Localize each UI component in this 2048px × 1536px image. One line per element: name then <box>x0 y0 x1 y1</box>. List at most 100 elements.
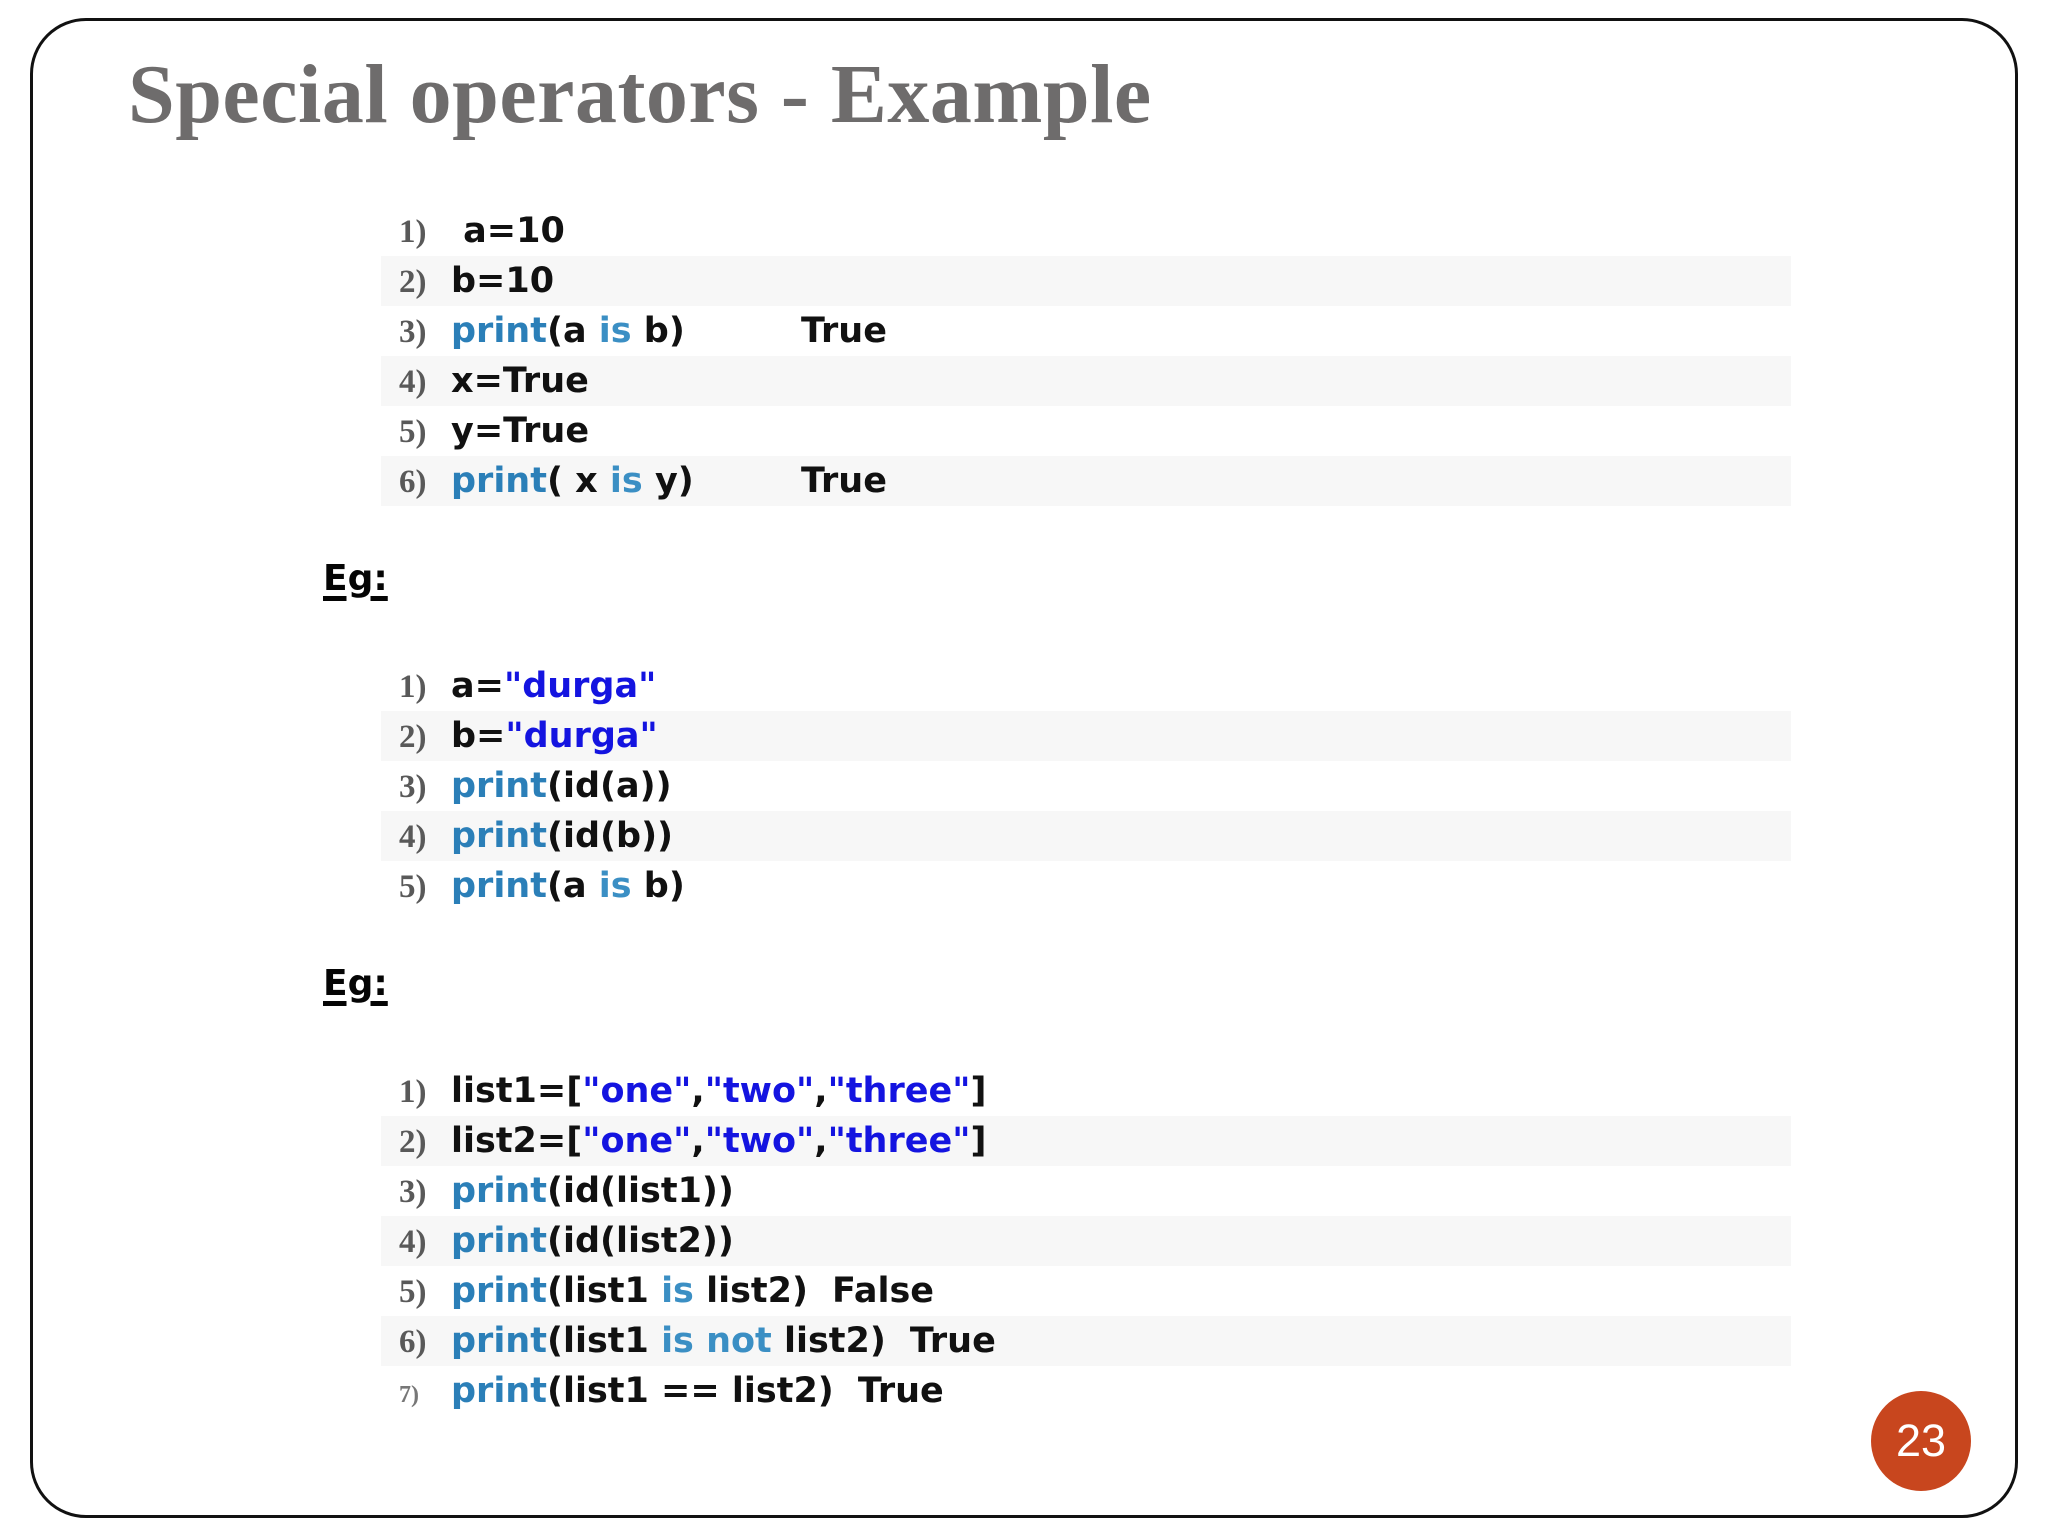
line-number: 5) <box>399 869 427 905</box>
page-title: Special operators - Example <box>128 48 1152 141</box>
line-number: 3) <box>399 1174 427 1210</box>
code-block: 1)list1=["one","two","three"]2)list2=["o… <box>381 1066 1791 1416</box>
token-function: print <box>451 461 547 501</box>
token-plain: list2) <box>693 1271 808 1311</box>
code-text: print(id(a)) <box>451 761 672 811</box>
code-line: 1) a=10 <box>381 206 1791 256</box>
code-line: 3)print(a is b)True <box>381 306 1791 356</box>
code-line: 2)list2=["one","two","three"] <box>381 1116 1791 1166</box>
line-number: 7) <box>399 1382 419 1408</box>
token-plain: (id(list2)) <box>546 1221 734 1261</box>
token-plain: x=True <box>451 361 589 401</box>
token-plain: b=10 <box>451 261 555 301</box>
token-function: print <box>451 816 547 856</box>
code-line: 2)b="durga" <box>381 711 1791 761</box>
token-plain: list2) <box>771 1321 886 1361</box>
line-number: 5) <box>399 1274 427 1310</box>
token-plain: b) <box>631 866 685 906</box>
code-block: 1)a="durga"2)b="durga"3)print(id(a))4)pr… <box>381 661 1791 911</box>
code-line: 4) print(id(list2)) <box>381 1216 1791 1266</box>
token-function: print <box>451 766 547 806</box>
code-line: 4)print(id(b)) <box>381 811 1791 861</box>
code-text: print(id(b)) <box>451 811 673 861</box>
code-line: 7)print(list1 == list2)True <box>381 1366 1791 1416</box>
token-plain: , <box>691 1071 705 1111</box>
token-plain: a=10 <box>451 211 565 251</box>
token-string: "durga" <box>503 666 657 706</box>
token-plain: , <box>691 1121 705 1161</box>
token-string: "three" <box>827 1071 971 1111</box>
code-line: 6)print(list1 is not list2)True <box>381 1316 1791 1366</box>
token-function: print <box>451 1221 547 1261</box>
token-plain: (id(a)) <box>546 766 672 806</box>
line-number: 1) <box>399 214 427 250</box>
code-text: a="durga" <box>451 661 656 711</box>
line-number: 2) <box>399 1124 427 1160</box>
token-plain: (list1 <box>546 1321 662 1361</box>
token-function: print <box>451 1371 547 1411</box>
token-plain: ] <box>970 1121 987 1161</box>
code-text: print(a is b) <box>451 861 685 911</box>
token-function: print <box>451 1171 547 1211</box>
line-number: 1) <box>399 1074 427 1110</box>
code-line: 5) y=True <box>381 406 1791 456</box>
spacer <box>33 911 2015 963</box>
code-text: y=True <box>451 406 589 456</box>
line-number: 4) <box>399 1224 427 1260</box>
line-number: 5) <box>399 414 427 450</box>
token-plain: a= <box>451 666 504 706</box>
token-plain: ] <box>970 1071 987 1111</box>
line-number: 1) <box>399 669 427 705</box>
token-keyword: is <box>609 461 643 501</box>
spacer <box>33 1004 2015 1066</box>
spacer <box>33 599 2015 661</box>
token-plain: b) <box>631 311 685 351</box>
token-plain: (list1 == list2) <box>546 1371 834 1411</box>
code-text: b=10 <box>451 256 554 306</box>
line-number: 4) <box>399 364 427 400</box>
token-plain: ( x <box>546 461 610 501</box>
eg-label: Eg: <box>323 558 388 599</box>
token-plain: list2=[ <box>451 1121 583 1161</box>
code-text: list1=["one","two","three"] <box>451 1066 986 1116</box>
token-keyword: is <box>598 866 632 906</box>
token-plain: , <box>814 1071 828 1111</box>
token-string: "one" <box>582 1121 692 1161</box>
token-string: "one" <box>582 1071 692 1111</box>
code-text: print(id(list2)) <box>451 1216 734 1266</box>
expected-output: False <box>832 1271 935 1311</box>
token-plain: , <box>814 1121 828 1161</box>
token-string: "durga" <box>505 716 658 756</box>
code-line: 3) print(id(list1)) <box>381 1166 1791 1216</box>
code-text: a=10 <box>451 206 565 256</box>
token-plain: y) <box>642 461 694 501</box>
expected-output: True <box>909 1321 996 1361</box>
code-text: print(id(list1)) <box>451 1166 734 1216</box>
token-keyword: is <box>598 311 632 351</box>
token-function: print <box>451 1271 547 1311</box>
line-number: 6) <box>399 464 427 500</box>
code-line: 5) print(list1 is list2) False <box>381 1266 1791 1316</box>
line-number: 6) <box>399 1324 427 1360</box>
token-string: "two" <box>704 1121 815 1161</box>
code-line: 1) a="durga" <box>381 661 1791 711</box>
code-text: print(list1 is list2) <box>451 1266 808 1316</box>
token-keyword: is not <box>661 1321 772 1361</box>
line-number: 3) <box>399 769 427 805</box>
code-line: 3) print(id(a)) <box>381 761 1791 811</box>
token-string: "three" <box>827 1121 971 1161</box>
token-plain: y=True <box>451 411 590 451</box>
code-text: x=True <box>451 356 589 406</box>
code-line: 5) print(a is b) <box>381 861 1791 911</box>
token-plain: b= <box>451 716 506 756</box>
eg-label-row: Eg: <box>33 558 2015 599</box>
token-keyword: is <box>661 1271 694 1311</box>
code-line: 1) list1=["one","two","three"] <box>381 1066 1791 1116</box>
eg-label: Eg: <box>323 963 388 1004</box>
token-function: print <box>451 311 547 351</box>
code-text: print(a is b) <box>451 306 685 356</box>
eg-label-row: Eg: <box>33 963 2015 1004</box>
